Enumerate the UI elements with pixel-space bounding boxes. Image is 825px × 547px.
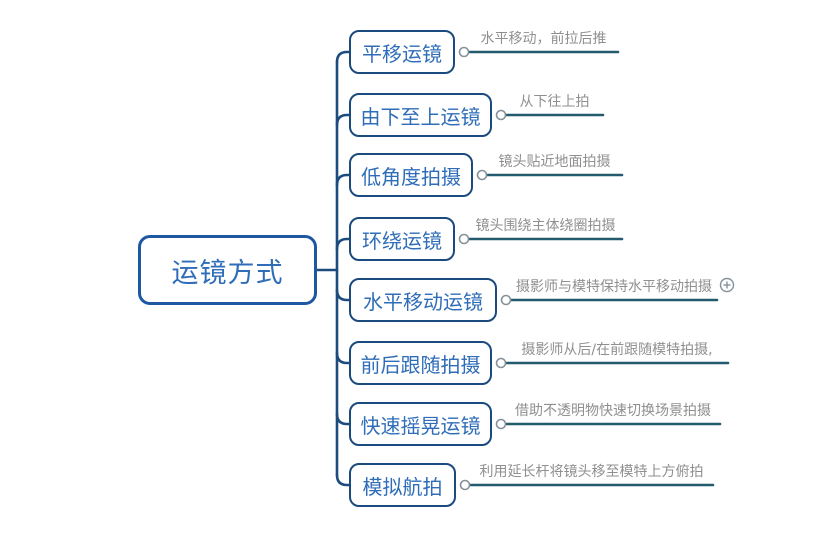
root-node-label: 运镜方式 [171, 257, 284, 289]
branch-title: 快速摇晃运镜 [360, 413, 481, 438]
branch-title: 水平移动运镜 [363, 289, 483, 314]
branch-note[interactable]: 借助不透明物快速切换场景拍摄 [515, 403, 711, 419]
branch-note[interactable]: 从下往上拍 [519, 94, 590, 110]
branch-note[interactable]: 摄影师从后/在前跟随模特拍摄, [521, 342, 713, 358]
branch-elbow [335, 237, 352, 251]
branch-node-bottom-up[interactable]: 由下至上运镜 [349, 93, 492, 137]
collapse-handle[interactable] [458, 233, 470, 245]
branch-title: 前后跟随拍摄 [360, 352, 481, 377]
branch-title: 平移运镜 [362, 41, 442, 66]
branch-elbow [335, 473, 352, 487]
branch-note[interactable]: 摄影师与模特保持水平移动拍摄 [516, 279, 712, 295]
collapse-handle[interactable] [495, 109, 507, 121]
branch-note[interactable]: 利用延长杆将镜头移至模特上方俯拍 [479, 464, 704, 480]
branch-note[interactable]: 水平移动，前拉后推 [480, 31, 607, 47]
branch-node-shake[interactable]: 快速摇晃运镜 [349, 402, 492, 446]
branch-elbow [335, 288, 352, 302]
collapse-handle[interactable] [458, 46, 470, 58]
collapse-handle[interactable] [495, 418, 507, 430]
collapse-handle[interactable] [495, 357, 507, 369]
branch-node-follow[interactable]: 前后跟随拍摄 [349, 341, 492, 385]
branch-elbow [335, 412, 352, 426]
branch-node-pan[interactable]: 平移运镜 [349, 30, 455, 74]
collapse-handle[interactable] [476, 169, 488, 181]
branch-node-aerial[interactable]: 模拟航拍 [349, 463, 456, 507]
branch-elbow [335, 351, 352, 365]
branch-title: 由下至上运镜 [360, 104, 481, 129]
collapse-handle[interactable] [459, 479, 471, 491]
branch-title: 低角度拍摄 [361, 164, 461, 189]
branch-note[interactable]: 镜头围绕主体绕圈拍摄 [475, 218, 616, 234]
expand-plus-icon[interactable] [719, 277, 735, 293]
branch-node-low-angle[interactable]: 低角度拍摄 [349, 153, 473, 197]
branch-node-horizontal[interactable]: 水平移动运镜 [349, 278, 497, 322]
branch-title: 环绕运镜 [362, 228, 442, 253]
branch-note[interactable]: 镜头贴近地面拍摄 [498, 154, 611, 170]
branch-elbow [335, 50, 352, 64]
branch-elbow [335, 173, 352, 187]
branch-title: 模拟航拍 [362, 474, 443, 499]
branch-node-orbit[interactable]: 环绕运镜 [349, 217, 455, 261]
branch-elbow [335, 113, 352, 127]
collapse-handle[interactable] [500, 294, 512, 306]
root-node[interactable]: 运镜方式 [138, 235, 317, 305]
